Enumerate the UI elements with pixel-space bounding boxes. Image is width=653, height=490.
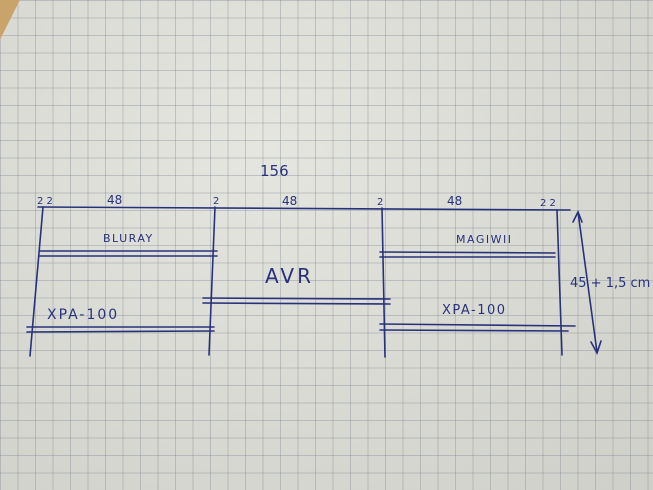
bluray-label: BLURAY (103, 232, 154, 245)
divider-left (208, 206, 216, 356)
avr-label: AVR (265, 264, 314, 288)
dim-label: 2 (213, 196, 219, 207)
right-side (556, 209, 563, 356)
divider-right (381, 207, 386, 358)
height-label: 45 + 1,5 cm (570, 276, 650, 291)
shelf-xpa-right-2 (379, 329, 569, 332)
height-arrow (577, 211, 598, 353)
xpa-left-label: XPA-100 (47, 307, 119, 323)
dim-label: 2 2 (540, 198, 556, 209)
shelf-xpa-left-2 (26, 330, 215, 333)
dim-label: 48 (447, 194, 462, 208)
shelf-magiwii (379, 251, 556, 254)
dim-label: 2 (377, 197, 383, 208)
left-side (29, 206, 44, 357)
xpa-right-label: XPA-100 (442, 303, 507, 318)
top-line (37, 206, 571, 211)
arrow-down-icon (590, 340, 602, 355)
arrow-up-icon (572, 210, 583, 223)
dim-label: 48 (107, 193, 122, 207)
shelf-avr-2 (202, 302, 391, 305)
dim-label: 2 2 (37, 196, 53, 207)
total-width-label: 156 (260, 162, 289, 180)
diagram-lines (26, 206, 602, 358)
shelf-xpa-right (379, 323, 576, 327)
shelf-avr (202, 297, 391, 300)
magiwii-label: MAGIWII (456, 233, 512, 246)
dim-label: 48 (282, 194, 297, 208)
